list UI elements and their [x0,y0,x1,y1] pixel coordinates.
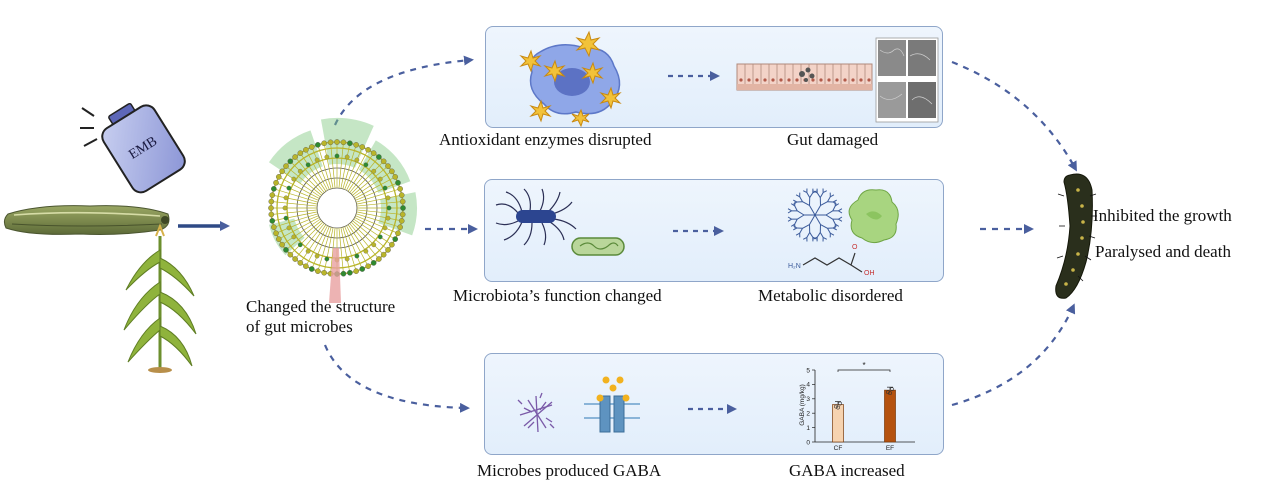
micrograph-panels-icon [875,37,939,123]
emb-spray-bottle-icon: EMB [80,102,186,194]
label-microbiota-function: Microbiota’s function changed [453,286,662,305]
chart-bar-ef [884,389,896,443]
dendritic-molecule-icon [787,188,843,242]
arrow-gaba-to-outcome [951,303,1076,407]
chart-point [838,401,842,406]
chart-point [836,405,840,410]
filamentous-microbe-icon [517,392,555,433]
corn-plant-icon [123,223,197,373]
paralysed-larva-icon [1055,173,1097,299]
gaba-bar-chart: 0 1 2 3 4 5 CF EF GABA (mg/kg) * [799,361,915,452]
chart-bar-cf [832,404,844,443]
chart-significance: * [862,361,865,370]
chart-category-label: CF [834,445,843,452]
label-antioxidant-disrupted: Antioxidant enzymes disrupted [439,130,652,149]
damaged-cell-icon [519,30,622,128]
svg-text:O: O [852,244,858,251]
label-gut-damaged: Gut damaged [787,130,879,149]
bacterium-with-flagella-icon [495,188,577,246]
label-inhibited-growth: Inhibited the growth [1093,206,1232,225]
flow-arrows [323,55,1077,414]
label-gaba-increased: GABA increased [789,461,905,480]
green-blob-icon [848,189,899,244]
phylogenetic-tree-icon [268,118,417,303]
chart-point [834,404,838,409]
gut-epithelium-icon [736,63,873,91]
chart-ylabel: GABA (mg/kg) [799,384,806,426]
larva-icon [3,205,170,235]
label-paralysed-death: Paralysed and death [1095,242,1231,261]
svg-text:OH: OH [864,270,875,277]
chart-point [886,390,890,395]
arrow-to-gaba [323,344,470,413]
gaba-structure-icon: H₂N O OH [788,244,875,277]
label-changed-structure-line1: Changed the structure [246,297,396,316]
chart-ytick-label: 4 [806,382,810,389]
chart-ytick-label: 0 [806,439,810,446]
arrow-to-antioxidant [333,55,474,126]
chart-ytick-label: 3 [806,396,810,403]
arrow-gut-to-outcome [951,60,1077,172]
chart-significance-bracket [837,369,891,372]
label-changed-structure-line2: of gut microbes [246,317,353,336]
chart-ytick-label: 2 [806,411,810,418]
chart-ytick-label: 1 [806,425,810,432]
svg-text:H₂N: H₂N [788,263,801,270]
chart-ytick-label: 5 [806,367,810,374]
chart-point [890,387,894,392]
label-microbes-produced-gaba: Microbes produced GABA [477,461,662,480]
rod-bacterium-icon [571,237,625,256]
label-metabolic-disordered: Metabolic disordered [758,286,903,305]
membrane-transporter-icon [584,376,640,433]
chart-category-label: EF [886,445,894,452]
chart-point [888,391,892,396]
